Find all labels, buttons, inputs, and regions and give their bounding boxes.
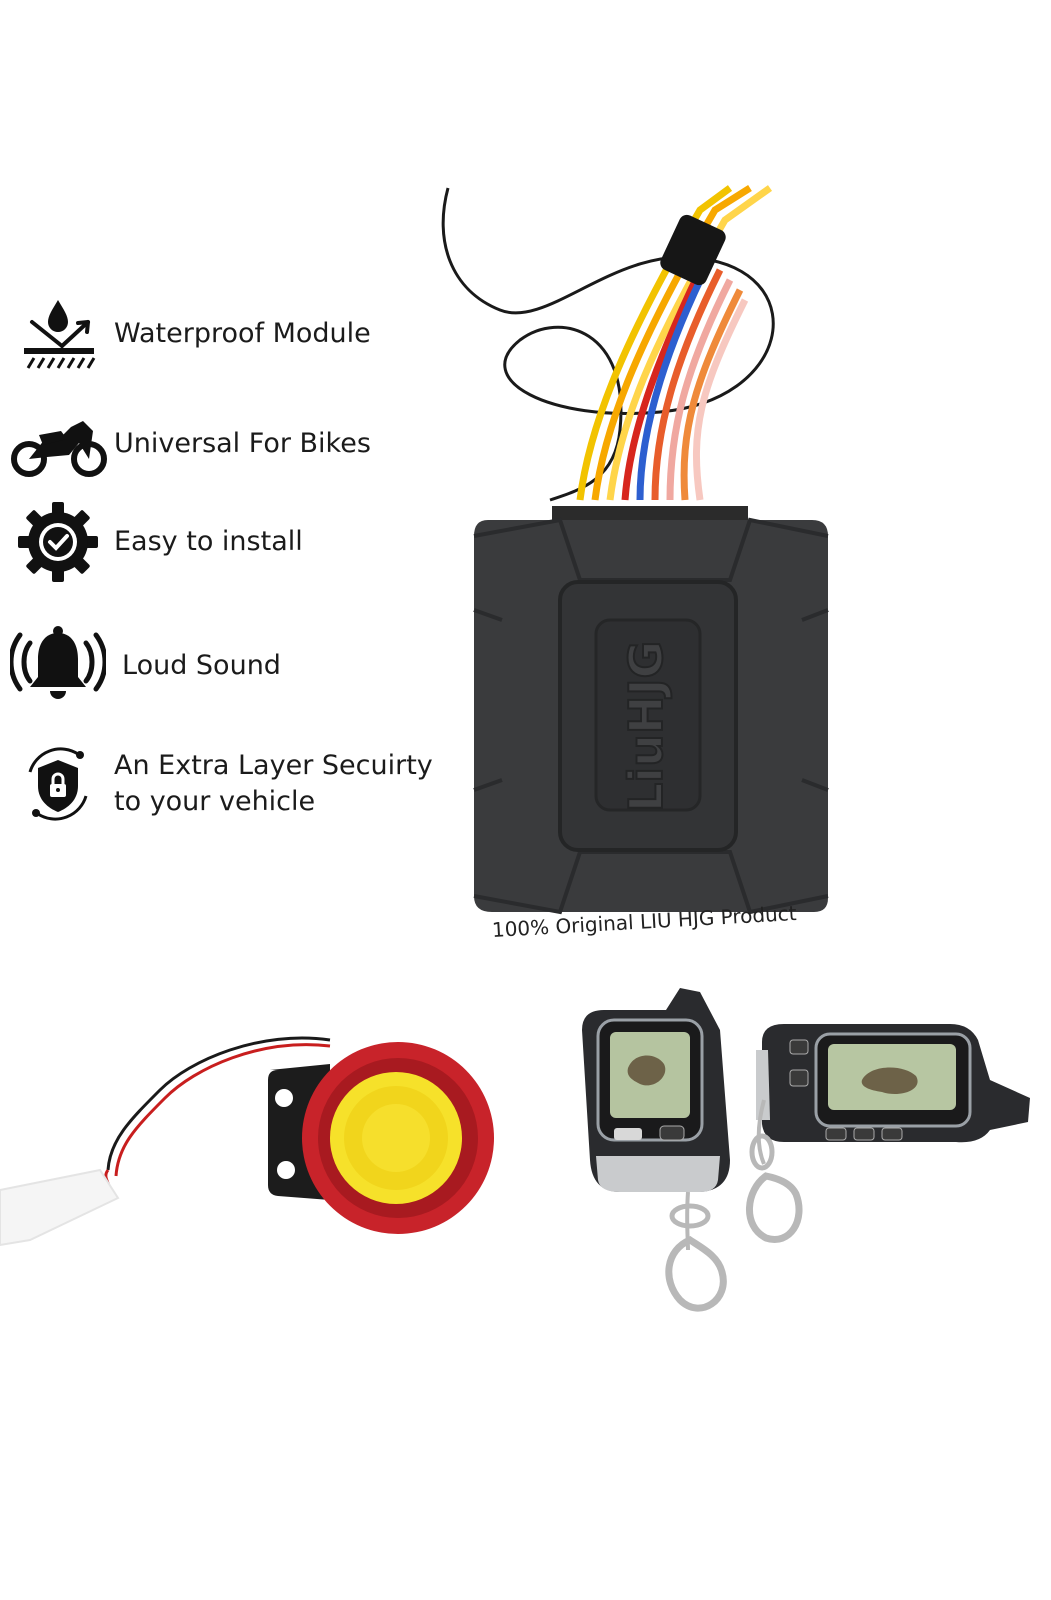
shield-lock-icon xyxy=(8,740,108,828)
feature-loud-sound: Loud Sound xyxy=(8,622,281,710)
feature-easy-install: Easy to install xyxy=(8,498,303,586)
feature-label-line2: to your vehicle xyxy=(114,786,316,817)
feature-universal: Universal For Bikes xyxy=(8,400,371,488)
feature-waterproof: Waterproof Module xyxy=(8,290,371,378)
feature-label-line1: An Extra Layer Secuirty xyxy=(114,750,433,781)
motorbike-icon xyxy=(8,400,108,488)
siren-image xyxy=(0,1036,494,1247)
module-brand-logo: LiuHJG xyxy=(619,641,673,812)
bell-alarm-icon xyxy=(8,622,108,710)
alarm-module-image: LiuHJG xyxy=(441,185,829,915)
feature-security: An Extra Layer Secuirty to your vehicle xyxy=(8,740,433,828)
gear-check-icon xyxy=(8,498,108,586)
remote-controls-image xyxy=(582,988,1030,1312)
waterproof-icon xyxy=(8,290,108,378)
feature-label: Easy to install xyxy=(114,526,303,557)
feature-label: Universal For Bikes xyxy=(114,428,371,459)
feature-label: Waterproof Module xyxy=(114,318,371,349)
feature-label: Loud Sound xyxy=(122,650,281,681)
feature-label-block: An Extra Layer Secuirty to your vehicle xyxy=(114,748,433,820)
